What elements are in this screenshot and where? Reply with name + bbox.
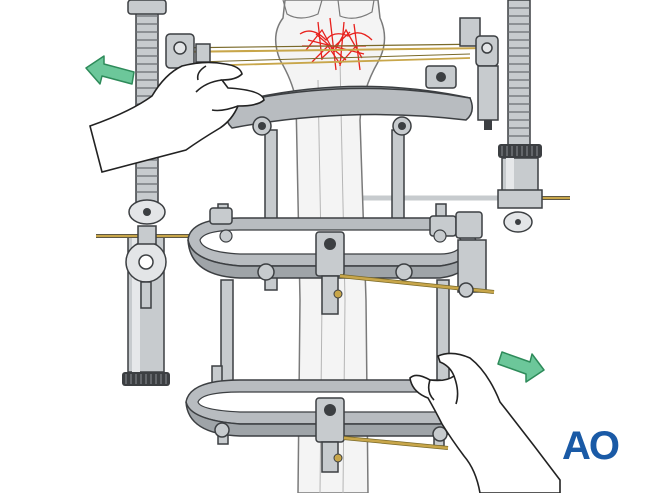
left-hand bbox=[89, 61, 265, 173]
right-threaded-rod bbox=[355, 0, 570, 233]
distraction-arrow-right-icon bbox=[497, 351, 545, 383]
distraction-arrow-left-icon bbox=[85, 55, 135, 85]
ring-bottom bbox=[185, 379, 471, 473]
ring-middle bbox=[187, 207, 487, 315]
tensioned-wires bbox=[169, 43, 491, 67]
right-hand bbox=[409, 352, 561, 493]
bottom-wire bbox=[343, 436, 449, 450]
ao-logo: AO bbox=[562, 424, 620, 468]
middle-wire bbox=[339, 274, 495, 298]
ring-top bbox=[225, 65, 473, 136]
top-wire-bolts bbox=[165, 17, 499, 130]
